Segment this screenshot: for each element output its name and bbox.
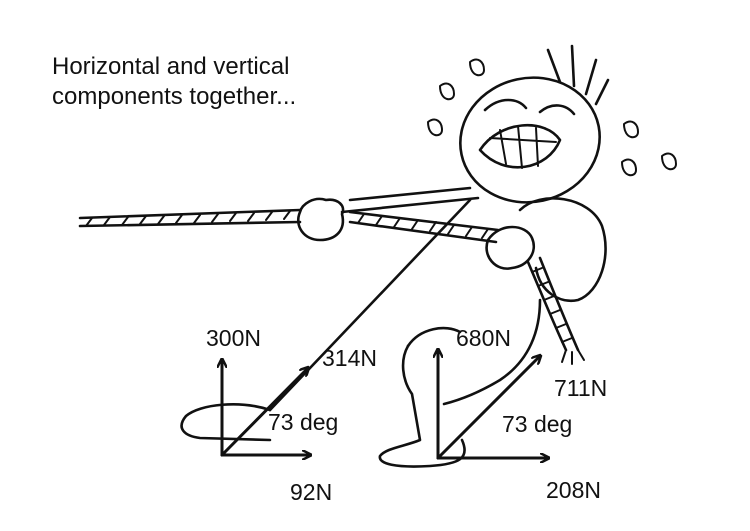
stick-figure — [180, 186, 607, 468]
right-resultant-arrow-icon — [436, 356, 540, 460]
crying-face-icon — [459, 44, 610, 204]
teardrop-icon — [427, 58, 677, 177]
left-resultant-arrow-icon — [220, 368, 308, 457]
right-angle-label: 73 deg — [502, 411, 572, 437]
right-resultant-label: 711N — [554, 375, 607, 401]
left-resultant-label: 314N — [322, 345, 377, 371]
caption: Horizontal and vertical components toget… — [52, 52, 352, 112]
left-horizontal-label: 92N — [290, 479, 332, 505]
caption-line-2: components together... — [52, 83, 297, 110]
right-force-diagram: 680N 711N 73 deg 208N — [438, 325, 607, 503]
left-vertical-label: 300N — [206, 325, 261, 351]
right-horizontal-label: 208N — [546, 477, 601, 503]
left-angle-label: 73 deg — [268, 409, 338, 435]
rope-icon — [78, 208, 585, 365]
left-force-diagram: 300N 314N 73 deg 92N — [206, 325, 377, 505]
caption-line-1: Horizontal and vertical — [52, 53, 290, 80]
right-vertical-label: 680N — [456, 325, 511, 351]
